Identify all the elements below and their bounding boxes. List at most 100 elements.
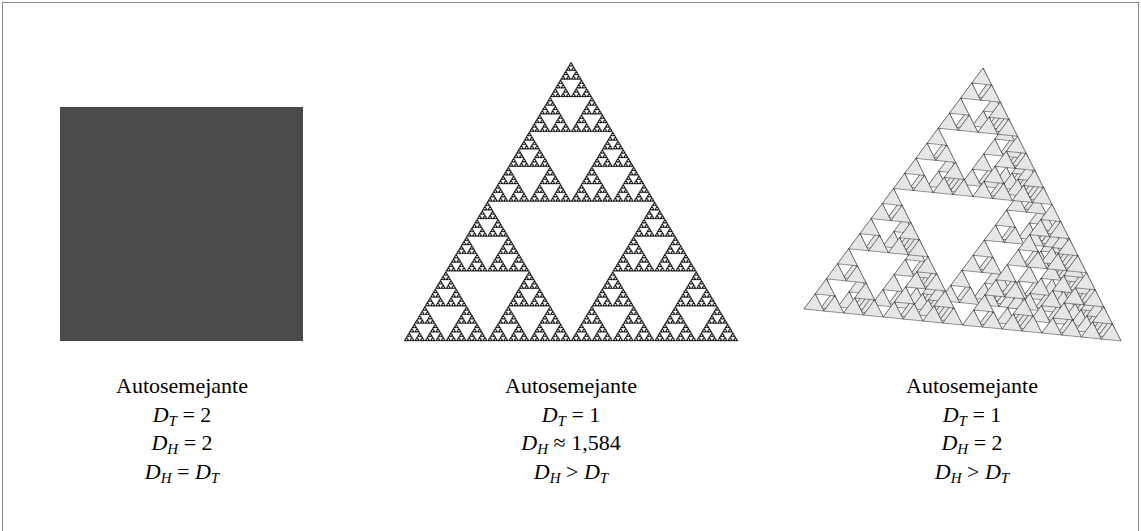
fractal-cell [575, 332, 578, 334]
fractal-cell [512, 175, 515, 177]
fractal-cell [688, 265, 691, 267]
fractal-cell [511, 164, 514, 166]
fractal-cell [635, 337, 638, 339]
fractal-cell [469, 313, 472, 315]
fractal-cell [626, 191, 629, 193]
fractal-cell [597, 182, 600, 184]
fractal-cell [545, 182, 548, 184]
fractal-cell [600, 156, 603, 158]
fractal-cell [448, 269, 451, 271]
fractal-cell [683, 260, 686, 262]
fractal-cell [519, 147, 522, 149]
fractal-cell [514, 191, 517, 193]
fractal-cell [469, 230, 472, 232]
fractal-cell [665, 252, 668, 254]
fractal-cell [636, 230, 639, 232]
fractal-cell [557, 84, 560, 86]
fractal-cell [493, 265, 496, 267]
fractal-cell [527, 273, 530, 275]
fractal-cell [519, 326, 522, 328]
fractal-cell [501, 330, 504, 332]
fractal-cell [583, 328, 586, 330]
fractal-cell [511, 195, 514, 197]
fractal-cell [610, 147, 613, 149]
fractal-cell [488, 199, 491, 201]
fractal-cell [514, 156, 517, 158]
fractal-cell [587, 108, 590, 110]
fractal-cell [645, 337, 648, 339]
fractal-cell [638, 228, 641, 230]
fractal-cell [678, 304, 681, 306]
fractal-cell [596, 123, 599, 125]
fractal-cell [446, 273, 449, 275]
fractal-cell [575, 71, 578, 73]
fractal-cell [454, 304, 457, 306]
fractal-cell [644, 234, 647, 236]
fractal-cell [541, 154, 544, 156]
fractal-cell [451, 265, 454, 267]
fractal-cell [611, 132, 614, 134]
fractal-cell [480, 260, 483, 262]
fractal-cell [651, 337, 654, 339]
fractal-cell [417, 334, 420, 336]
fractal-cell [435, 326, 438, 328]
fractal-cell [627, 245, 630, 247]
fractal-cell [581, 82, 584, 84]
fractal-cell [618, 287, 621, 289]
fractal-cell [525, 302, 528, 304]
fractal-cell [608, 287, 611, 289]
fractal-cell [558, 82, 561, 84]
fractal-cell [540, 199, 543, 201]
fractal-cell [691, 282, 694, 284]
fractal-cell [553, 339, 556, 341]
fractal-cell [472, 317, 475, 319]
fractal-cell [448, 300, 451, 302]
fractal-cell [545, 334, 548, 336]
fractal-cell [626, 330, 629, 332]
fractal-cell [494, 215, 497, 217]
fractal-cell [541, 302, 544, 304]
fractal-cell [606, 297, 609, 299]
fractal-cell [498, 260, 501, 262]
fractal-cell [575, 88, 578, 90]
fractal-cell [584, 199, 587, 201]
fractal-cell [639, 339, 642, 341]
fractal-cell [508, 269, 511, 271]
fractal-cell [686, 256, 689, 258]
fractal-cell [521, 160, 524, 162]
fractal-cell [665, 225, 668, 227]
fractal-cell [473, 249, 476, 251]
fractal-cell [600, 116, 603, 118]
fractal-cell [610, 199, 613, 201]
fractal-cell [469, 334, 472, 336]
fractal-cell [533, 158, 536, 160]
fractal-cell [649, 269, 652, 271]
fractal-cell [551, 310, 554, 312]
fractal-cell [554, 175, 557, 177]
fractal-cell [584, 182, 587, 184]
fractal-cell [657, 212, 660, 214]
fractal-cell [553, 173, 556, 175]
fractal-cell [518, 184, 521, 186]
fractal-cell [490, 234, 493, 236]
fractal-cell [551, 93, 554, 95]
fractal-cell [498, 321, 501, 323]
fractal-cell [494, 223, 497, 225]
fractal-cell [498, 326, 501, 328]
fractal-cell [527, 164, 530, 166]
fractal-cell [511, 269, 514, 271]
fractal-cell [645, 223, 648, 225]
fractal-cell [648, 193, 651, 195]
fractal-cell [655, 204, 658, 206]
fractal-cell [541, 162, 544, 164]
fractal-cell [660, 217, 663, 219]
fractal-cell [609, 302, 612, 304]
fractal-cell [634, 173, 637, 175]
fractal-cell [588, 127, 591, 129]
fractal-cell [609, 145, 612, 147]
fractal-cell [555, 95, 558, 97]
fractal-cell [686, 260, 689, 262]
fractal-cell [503, 317, 506, 319]
fractal-cell [550, 130, 553, 132]
fractal-cell [605, 130, 608, 132]
